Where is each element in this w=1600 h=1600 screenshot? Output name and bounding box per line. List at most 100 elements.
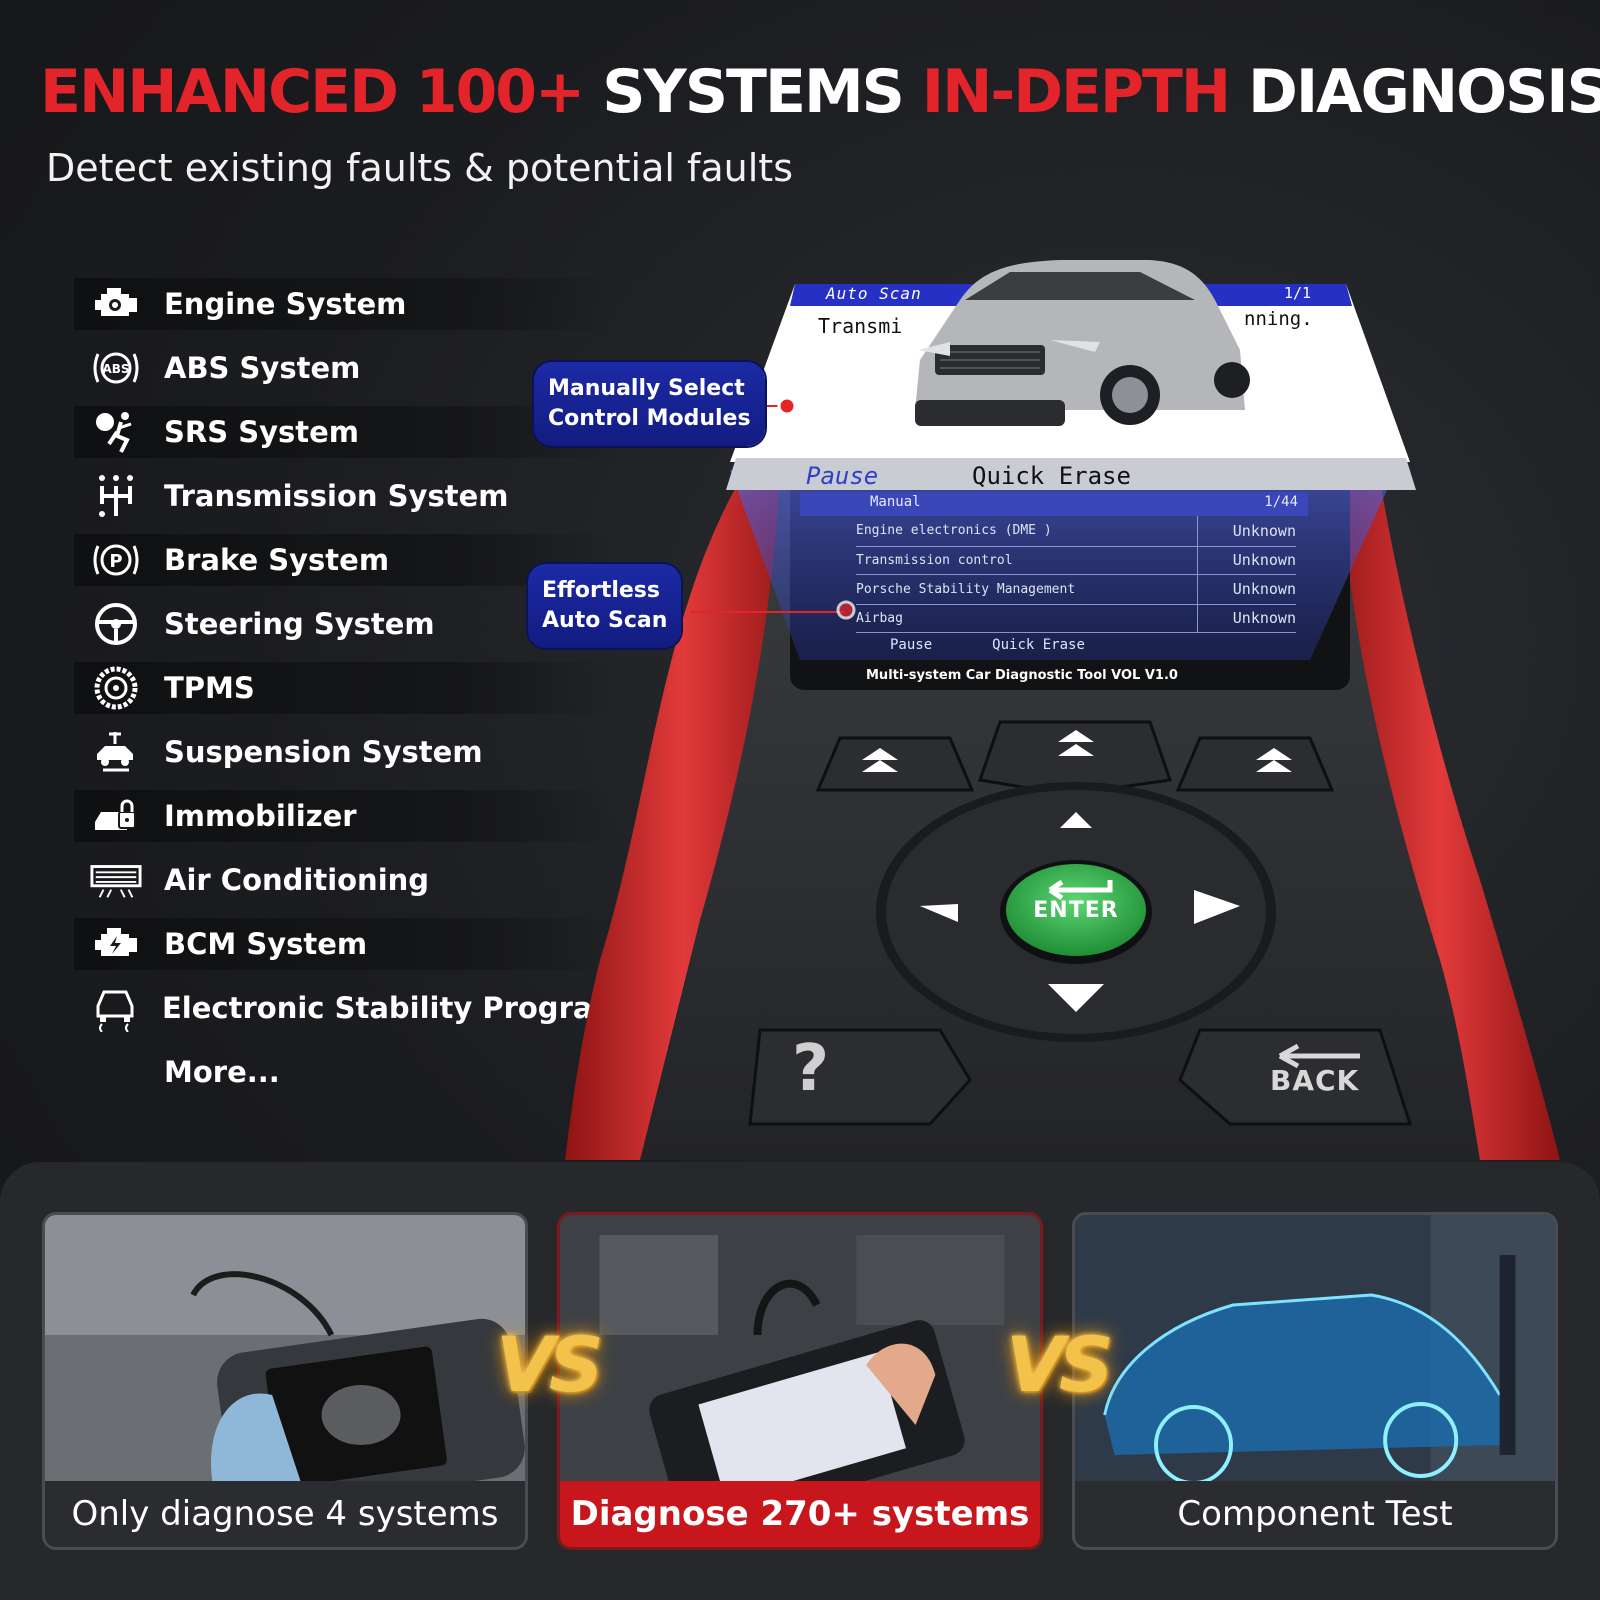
vs-badge-right: VS — [1006, 1320, 1114, 1409]
panel-caption: Component Test — [1075, 1481, 1555, 1547]
module-table: Engine electronics (DME ) Unknown Transm… — [856, 516, 1296, 633]
module-status: Unknown — [1196, 546, 1296, 574]
system-item-srs: SRS System — [74, 406, 614, 458]
system-label: Suspension System — [164, 735, 483, 769]
system-item-esp: Electronic Stability Program — [74, 982, 623, 1034]
help-key-label: ? — [792, 1032, 830, 1106]
bcm-icon — [90, 922, 142, 966]
comparison-panel-icarsoft: Diagnose 270+ systems — [557, 1212, 1043, 1550]
top-screen-row-right: nning. — [1244, 308, 1313, 330]
lower-screen-page: 1/44 — [1264, 494, 1298, 510]
abs-icon: ABS — [90, 346, 142, 390]
left-grip — [565, 480, 800, 1160]
borescope-photo — [45, 1215, 525, 1487]
system-item-air-conditioning: Air Conditioning — [74, 854, 614, 906]
callout-line: Effortless — [542, 578, 660, 603]
system-item-steering: Steering System — [74, 598, 614, 650]
system-item-immobilizer: Immobilizer — [74, 790, 614, 842]
system-item-suspension: Suspension System — [74, 726, 614, 778]
system-item-abs: ABS ABS System — [74, 342, 614, 394]
air-conditioner-icon — [90, 858, 142, 902]
top-screen-pause[interactable]: Pause — [806, 462, 879, 490]
comparison-panel-borescope: Only diagnose 4 systems — [42, 1212, 528, 1550]
system-item-engine: Engine System — [74, 278, 614, 330]
table-row[interactable]: Engine electronics (DME ) Unknown — [856, 516, 1296, 546]
diagnostic-device — [565, 260, 1560, 1160]
system-item-bcm: BCM System — [74, 918, 614, 970]
tire-icon — [90, 666, 142, 710]
engine-icon — [90, 282, 142, 326]
module-status: Unknown — [1196, 516, 1296, 546]
back-key-label: BACK — [1270, 1064, 1360, 1097]
top-screen-page: 1/1 — [1284, 284, 1312, 302]
system-label: ABS System — [164, 351, 361, 385]
scanner-in-use-photo — [560, 1215, 1040, 1487]
back-key[interactable] — [1178, 1028, 1413, 1126]
module-name: Airbag — [856, 610, 903, 626]
top-screen-title: Auto Scan — [826, 284, 922, 303]
more-label: More... — [164, 1055, 280, 1089]
system-label: Engine System — [164, 287, 407, 321]
subtitle: Detect existing faults & potential fault… — [46, 146, 793, 190]
system-item-more: More... — [74, 1046, 614, 1098]
suv-image — [915, 260, 1250, 426]
arrow-left-icon[interactable] — [920, 904, 958, 922]
right-grip — [1320, 480, 1560, 1160]
lower-screen-footer: Multi-system Car Diagnostic Tool VOL V1.… — [866, 668, 1178, 683]
arrow-up-icon[interactable] — [1060, 812, 1092, 828]
comparison-panel-component-test: Component Test — [1072, 1212, 1558, 1550]
system-label: Immobilizer — [164, 799, 357, 833]
panel-caption: Diagnose 270+ systems — [560, 1481, 1040, 1547]
headline-part-1: ENHANCED 100+ — [40, 57, 585, 127]
callout-line: Auto Scan — [542, 608, 668, 633]
lower-screen-quick-erase[interactable]: Quick Erase — [992, 636, 1085, 653]
panel-caption: Only diagnose 4 systems — [45, 1481, 525, 1547]
system-label: SRS System — [164, 415, 359, 449]
top-screen-quick-erase[interactable]: Quick Erase — [972, 462, 1131, 490]
module-status: Unknown — [1196, 574, 1296, 604]
system-label: Electronic Stability Program — [162, 991, 623, 1025]
headline-part-2: SYSTEMS — [602, 57, 905, 127]
manual-select-callout: Manually Select Control Modules — [534, 362, 765, 446]
system-label: BCM System — [164, 927, 368, 961]
lower-screen-title: Manual — [870, 494, 921, 510]
function-keys — [815, 720, 1335, 792]
top-screen-row-left: Transmi — [818, 314, 903, 338]
help-key[interactable] — [748, 1028, 972, 1126]
callout-line: Control Modules — [548, 406, 751, 431]
system-label: Air Conditioning — [164, 863, 430, 897]
auto-scan-callout: Effortless Auto Scan — [528, 564, 682, 648]
lower-screen: Manual 1/44 Engine electronics (DME ) Un… — [800, 492, 1308, 684]
headline-part-4: DIAGNOSIS — [1248, 57, 1600, 127]
wireframe-car-photo — [1075, 1215, 1555, 1487]
system-label: TPMS — [164, 671, 255, 705]
system-label: Brake System — [164, 543, 390, 577]
vs-badge-left: VS — [496, 1320, 604, 1409]
steering-wheel-icon — [90, 602, 142, 646]
headline-part-3: IN-DEPTH — [921, 57, 1231, 127]
parking-brake-icon: P — [90, 538, 142, 582]
lower-screen-pause[interactable]: Pause — [890, 636, 933, 653]
lower-screen-actions: Pause Quick Erase — [800, 637, 1308, 653]
stability-icon — [90, 986, 140, 1032]
car-lock-icon — [90, 794, 142, 838]
callout-dot — [836, 600, 856, 620]
headline: ENHANCED 100+ SYSTEMS IN-DEPTH DIAGNOSIS — [40, 62, 1600, 122]
direction-pad — [876, 782, 1276, 1042]
module-name: Porsche Stability Management — [856, 581, 1076, 597]
suspension-lift-icon — [90, 730, 142, 774]
table-row[interactable]: Airbag Unknown — [856, 604, 1296, 632]
callout-line: Manually Select — [548, 376, 745, 401]
module-status: Unknown — [1196, 604, 1296, 632]
system-label: Transmission System — [164, 479, 509, 513]
table-row[interactable]: Porsche Stability Management Unknown — [856, 574, 1296, 604]
callout-dot — [777, 396, 797, 416]
system-item-brake: P Brake System — [74, 534, 614, 586]
svg-text:ABS: ABS — [102, 362, 129, 376]
table-row[interactable]: Transmission control Unknown — [856, 546, 1296, 574]
enter-label: ENTER — [1033, 898, 1119, 923]
arrow-right-icon[interactable] — [1194, 890, 1240, 924]
lower-screen-header: Manual 1/44 — [800, 492, 1308, 516]
arrow-down-icon[interactable] — [1048, 984, 1104, 1012]
system-item-transmission: Transmission System — [74, 470, 614, 522]
